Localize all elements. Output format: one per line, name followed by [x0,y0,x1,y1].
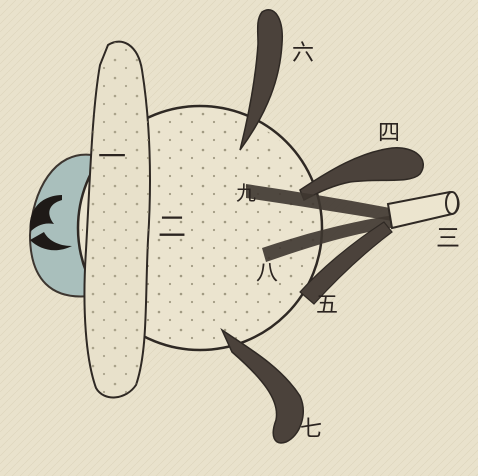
optic-nerve-end [446,192,458,214]
label-two: 二 [158,210,186,243]
label-one: 一 [98,140,126,173]
label-four: 四 [378,121,400,146]
label-seven: 七 [300,417,322,442]
label-eight: 八 [256,261,278,286]
label-five: 五 [316,293,338,318]
label-nine: 九 [236,181,256,205]
label-six: 六 [292,41,314,66]
label-three: 三 [436,224,460,252]
